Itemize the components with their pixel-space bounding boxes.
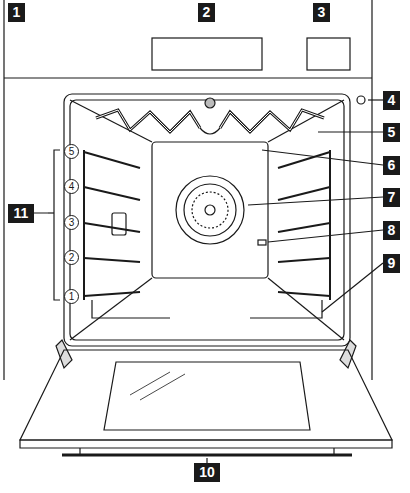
callout-number: 1 <box>8 3 25 22</box>
callout-number: 5 <box>383 123 400 142</box>
callout-number: 2 <box>198 3 215 22</box>
callout-number: 3 <box>313 3 330 22</box>
callout-number: 8 <box>383 221 400 240</box>
shelf-level-number: 3 <box>64 215 79 230</box>
callout-number: 7 <box>383 188 400 207</box>
callout-number: 10 <box>194 463 220 482</box>
shelf-level-number: 1 <box>64 289 79 304</box>
callout-number: 9 <box>383 254 400 273</box>
callout-number: 6 <box>383 156 400 175</box>
shelf-level-number: 4 <box>64 179 79 194</box>
callout-number: 11 <box>8 204 34 223</box>
shelf-level-number: 2 <box>64 250 79 265</box>
shelf-level-number: 5 <box>64 144 79 159</box>
callout-number: 4 <box>383 91 400 110</box>
